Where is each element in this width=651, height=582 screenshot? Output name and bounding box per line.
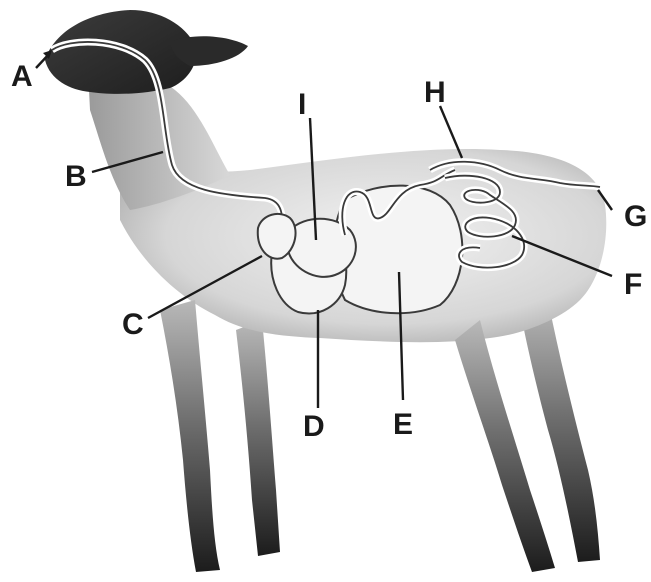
label-g: G bbox=[624, 200, 647, 233]
label-f: F bbox=[624, 268, 642, 301]
label-e: E bbox=[393, 408, 413, 441]
label-h: H bbox=[424, 76, 446, 109]
label-i: I bbox=[298, 88, 306, 121]
front-leg-near bbox=[160, 300, 220, 572]
head bbox=[45, 10, 196, 94]
label-b: B bbox=[65, 160, 87, 193]
stomach-c bbox=[258, 214, 296, 259]
label-d: D bbox=[303, 410, 325, 443]
label-c: C bbox=[122, 308, 144, 341]
label-a: A bbox=[11, 60, 33, 93]
front-leg-far bbox=[236, 320, 280, 556]
